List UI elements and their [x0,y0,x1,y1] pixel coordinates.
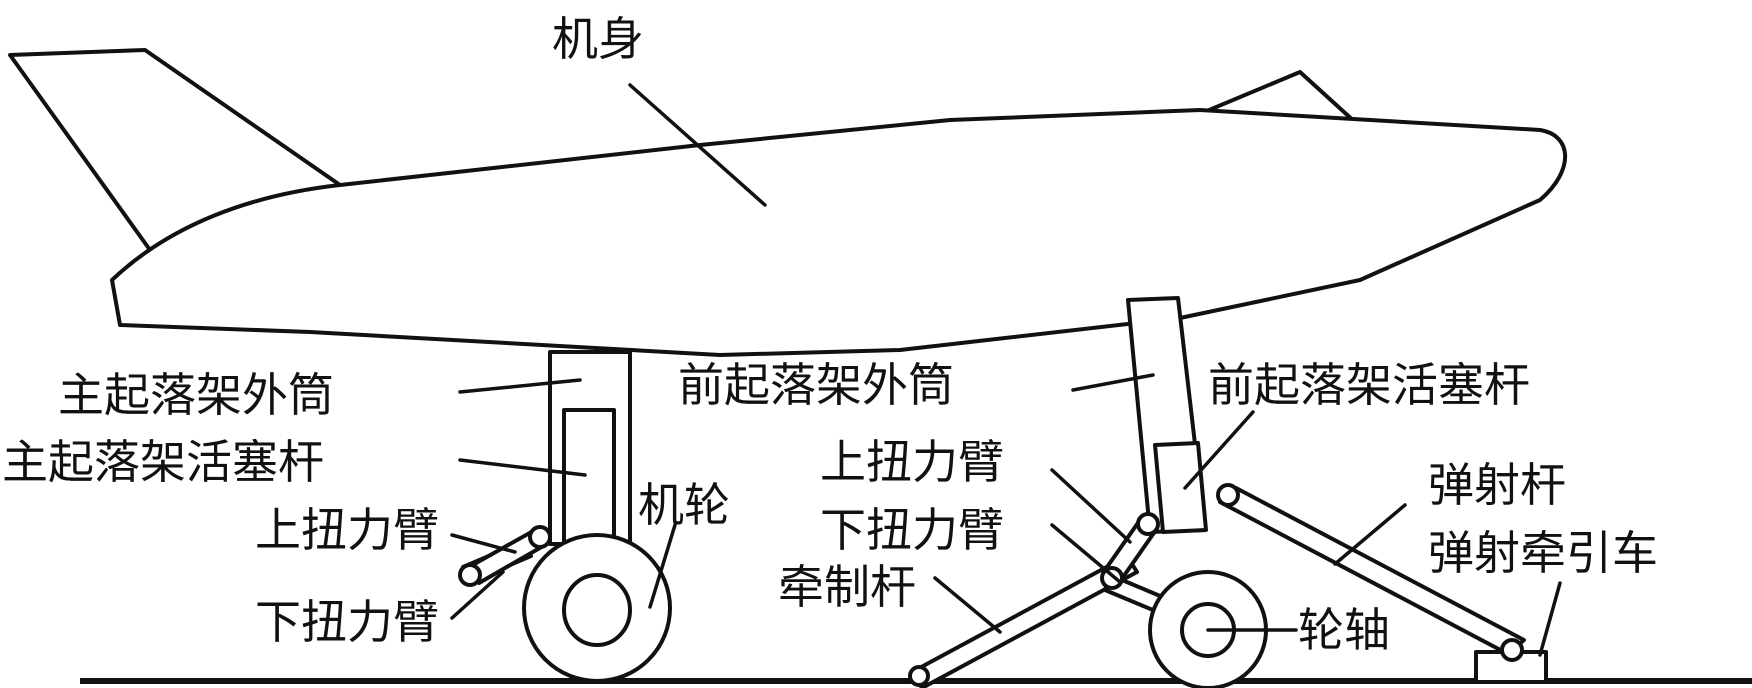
leader-nose-piston-rod [1183,410,1255,490]
leader-fuselage [628,83,767,207]
main-gear-piston-rod [562,408,616,547]
nose-gear-piston-rod [1153,441,1208,534]
leader-main-lower-torque-arm [450,570,505,620]
main-torque-joint [458,563,482,587]
main-wheel-hub [562,573,632,647]
leader-launch-bar [1333,503,1407,566]
leader-catapult-shuttle [1538,581,1562,657]
label-nose-gear-outer-cylinder: 前起落架外筒 [678,358,954,412]
main-torque-pivot [528,525,552,549]
leader-main-piston-rod [458,458,587,477]
label-launch-bar: 弹射杆 [1428,458,1566,512]
label-nose-upper-torque-arm: 上扭力臂 [820,435,1004,489]
label-nose-lower-torque-arm: 下扭力臂 [820,503,1004,557]
label-catapult-shuttle: 弹射牵引车 [1428,526,1658,580]
label-main-lower-torque-arm: 下扭力臂 [255,595,439,649]
catapult-shuttle-hook [1500,638,1524,662]
leader-nose-lower-torque-arm [1050,523,1122,584]
label-axle: 轮轴 [1298,603,1390,657]
label-fuselage: 机身 [552,12,644,66]
launch-bar-pivot [1216,483,1240,507]
label-main-gear-outer-cylinder: 主起落架外筒 [58,368,334,422]
label-main-upper-torque-arm: 上扭力臂 [255,503,439,557]
fuselage-body [110,108,1568,357]
label-holdback-bar: 牵制杆 [778,560,916,614]
leader-holdback-bar [933,576,1002,634]
leader-main-outer-cylinder [458,378,582,394]
label-nose-gear-piston-rod: 前起落架活塞杆 [1208,358,1530,412]
leader-nose-outer-cylinder [1071,373,1155,392]
leader-nose-upper-torque-arm [1050,468,1132,544]
leader-wheel [648,523,677,609]
label-wheel: 机轮 [638,478,730,532]
nose-torque-pivot [1136,512,1160,536]
label-main-gear-piston-rod: 主起落架活塞杆 [2,435,324,489]
leader-main-upper-torque-arm [450,533,517,554]
holdback-bar-end [908,665,930,687]
